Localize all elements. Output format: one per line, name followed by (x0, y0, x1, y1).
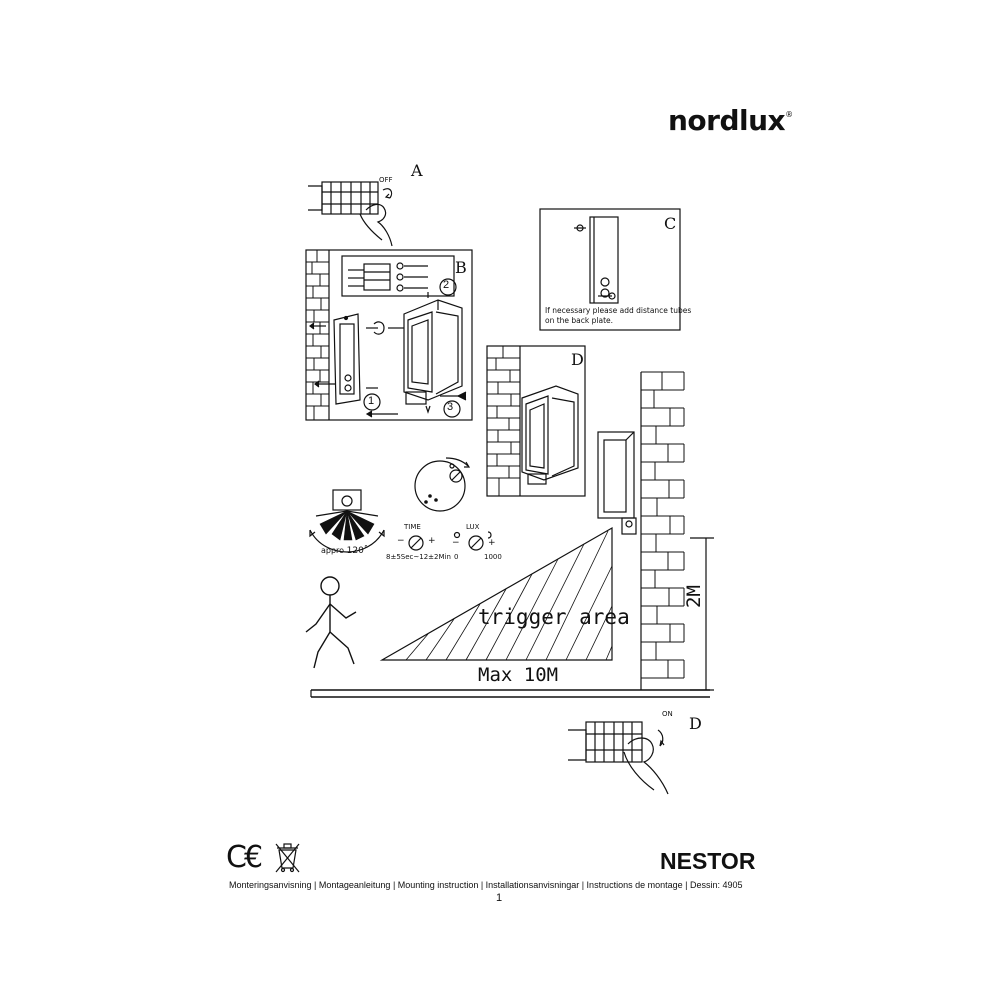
time-label: TIME (404, 523, 421, 531)
distance-tubes-note: If necessary please add distance tubes o… (545, 306, 691, 326)
registered-mark: ® (785, 110, 793, 119)
lux-label: LUX (466, 523, 480, 531)
step-e-switch-on (568, 721, 669, 795)
time-minus: − (397, 536, 405, 546)
page-number: 1 (496, 892, 503, 904)
lux-min: 0 (454, 553, 459, 561)
switch-off-label: OFF (379, 176, 393, 184)
brand-logo: nordlux® (668, 104, 793, 137)
languages-line: Monteringsanvisning | Montageanleitung |… (229, 880, 743, 890)
step-b-letter: B (455, 258, 467, 277)
time-range: 8±5Sec~12±2Min (386, 553, 451, 561)
product-name: NESTOR (660, 848, 756, 874)
brand-name: nordlux (668, 104, 786, 137)
time-lux-knobs (408, 531, 492, 551)
lux-minus: − (452, 538, 460, 548)
trigger-area-label: trigger area (478, 605, 630, 629)
angle-prefix: appro (321, 546, 345, 555)
ground-line (310, 689, 710, 698)
person-figure (305, 576, 357, 669)
lux-max: 1000 (484, 553, 502, 561)
distance-tubes-note-line1: If necessary please add distance tubes (545, 306, 692, 315)
trigger-area-hatch (379, 526, 613, 661)
time-plus: + (428, 536, 436, 546)
step-a-letter: A (411, 161, 423, 180)
step-d-lamp-mounted (486, 345, 586, 497)
ce-mark: C€ (226, 840, 263, 875)
step-number-3: 3 (447, 401, 454, 413)
wall-with-fixture (597, 371, 685, 690)
distance-tubes-note-line2: on the back plate. (545, 316, 614, 325)
max-distance-label: Max 10M (478, 664, 559, 686)
height-dimension (690, 537, 714, 691)
step-d-letter: D (571, 350, 584, 369)
step-c-distance-tubes (539, 208, 681, 331)
height-label: 2M (683, 585, 705, 608)
sensor-dial-detail (414, 457, 471, 512)
step-number-1: 1 (368, 395, 375, 407)
step-e-letter: D (689, 714, 702, 733)
switch-on-label: ON (662, 710, 673, 718)
angle-value: 120˚ (346, 546, 369, 556)
sensor-coverage (309, 489, 385, 553)
detection-angle-label: appro 120˚ (321, 546, 368, 556)
lux-plus: + (488, 538, 496, 548)
step-a-switch-off (308, 181, 393, 247)
step-b-mounting (305, 249, 473, 421)
step-number-2: 2 (443, 279, 450, 291)
step-c-letter: C (664, 214, 677, 233)
